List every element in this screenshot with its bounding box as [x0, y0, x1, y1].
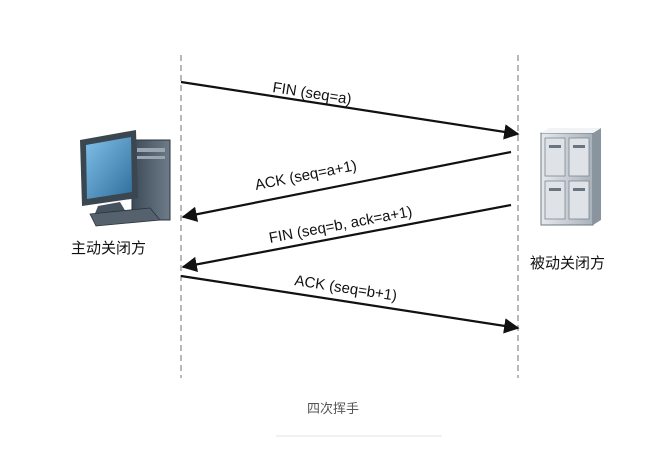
message-arrow-fin-a [180, 80, 520, 140]
figure-caption: 四次挥手 [307, 401, 359, 417]
server-icon [540, 128, 601, 226]
message-label-fin-a: FIN (seq=a) [271, 79, 352, 108]
message-label-fin-b: FIN (seq=b, ack=a+1) [268, 203, 414, 247]
left-node-label: 主动关闭方 [71, 239, 146, 257]
message-label-ack-b1: ACK (seq=b+1) [293, 272, 398, 305]
message-arrow-ack-b1 [180, 274, 520, 334]
message-arrow-fin-b [181, 203, 512, 272]
right-node-label: 被动关闭方 [530, 254, 605, 272]
message-label-ack-a1: ACK (seq=a+1) [253, 157, 358, 194]
message-arrow-ack-a1 [181, 150, 512, 222]
desktop-computer-icon [80, 130, 171, 227]
